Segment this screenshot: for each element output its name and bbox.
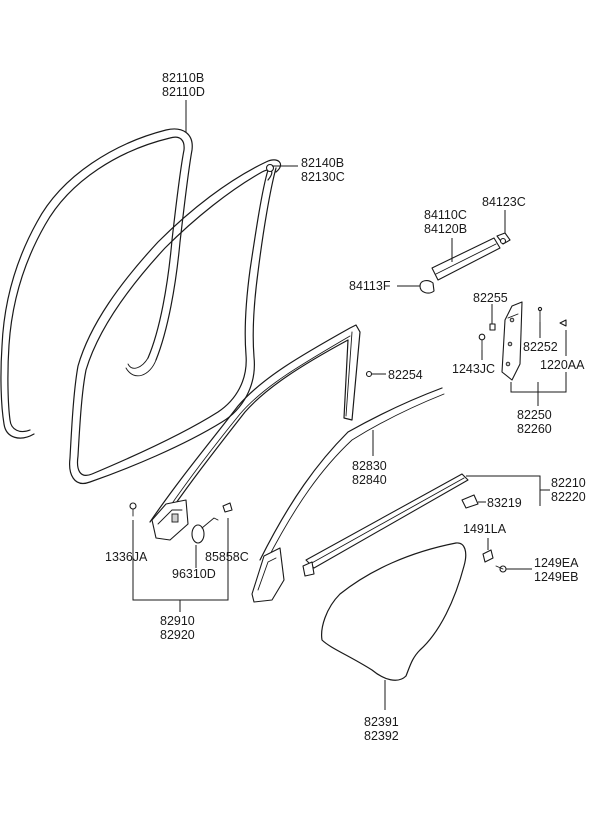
label-1336JA: 1336JA — [105, 550, 148, 564]
label-82840: 82840 — [352, 473, 387, 487]
label-82830: 82830 — [352, 459, 387, 473]
label-82391: 82391 — [364, 715, 399, 729]
leader-82250 — [510, 372, 567, 406]
label-84113F: 84113F — [349, 279, 391, 293]
clip-82252 — [537, 306, 543, 323]
label-84123C: 84123C — [482, 195, 526, 209]
beltline-weatherstrip — [302, 473, 469, 577]
label-82920: 82920 — [160, 628, 195, 642]
label-84120B: 84120B — [424, 222, 467, 236]
door-opening-weatherstrip — [0, 128, 193, 439]
label-1220AA: 1220AA — [540, 358, 585, 372]
clip-1220AA — [559, 319, 567, 327]
clip-85858C — [222, 502, 233, 513]
clip-1336JA — [129, 502, 137, 517]
mirror-cover-trim — [431, 232, 511, 281]
clip-82254 — [365, 370, 373, 378]
delta-cover-assembly — [151, 499, 189, 541]
label-82110B: 82110B — [162, 71, 204, 85]
label-82252: 82252 — [523, 340, 558, 354]
label-96310D: 96310D — [172, 567, 216, 581]
label-82910: 82910 — [160, 614, 195, 628]
label-82392: 82392 — [364, 729, 399, 743]
label-1243JC: 1243JC — [452, 362, 495, 376]
label-82255: 82255 — [473, 291, 508, 305]
leader-82210 — [466, 475, 550, 506]
door-weatherstrip — [69, 159, 281, 484]
label-1249EB: 1249EB — [534, 570, 578, 584]
label-82210: 82210 — [551, 476, 586, 490]
door-window-glass — [321, 542, 467, 681]
label-82250: 82250 — [517, 408, 552, 422]
label-82254: 82254 — [388, 368, 423, 382]
label-82140B: 82140B — [301, 156, 344, 170]
label-83219: 83219 — [487, 496, 522, 510]
label-82110D: 82110D — [162, 85, 205, 99]
cover-end-cap — [419, 280, 435, 294]
end-piece-83219 — [461, 494, 479, 509]
speaker-96310D — [191, 517, 219, 544]
nut-1491LA — [482, 538, 494, 563]
label-1249EA: 1249EA — [534, 556, 579, 570]
label-1491LA: 1491LA — [463, 522, 507, 536]
label-85858C: 85858C — [205, 550, 249, 564]
glass-run-trim — [251, 387, 445, 603]
door-window-run-channel — [149, 324, 361, 527]
label-82260: 82260 — [517, 422, 552, 436]
label-84110C: 84110C — [424, 208, 467, 222]
label-82220: 82220 — [551, 490, 586, 504]
clip-82255 — [489, 304, 496, 331]
label-82130C: 82130C — [301, 170, 345, 184]
bolt-1249E — [495, 565, 532, 573]
screw-1243JC — [478, 333, 486, 351]
b-pillar-garnish — [501, 301, 523, 381]
leader-delta-bracket — [132, 518, 229, 612]
